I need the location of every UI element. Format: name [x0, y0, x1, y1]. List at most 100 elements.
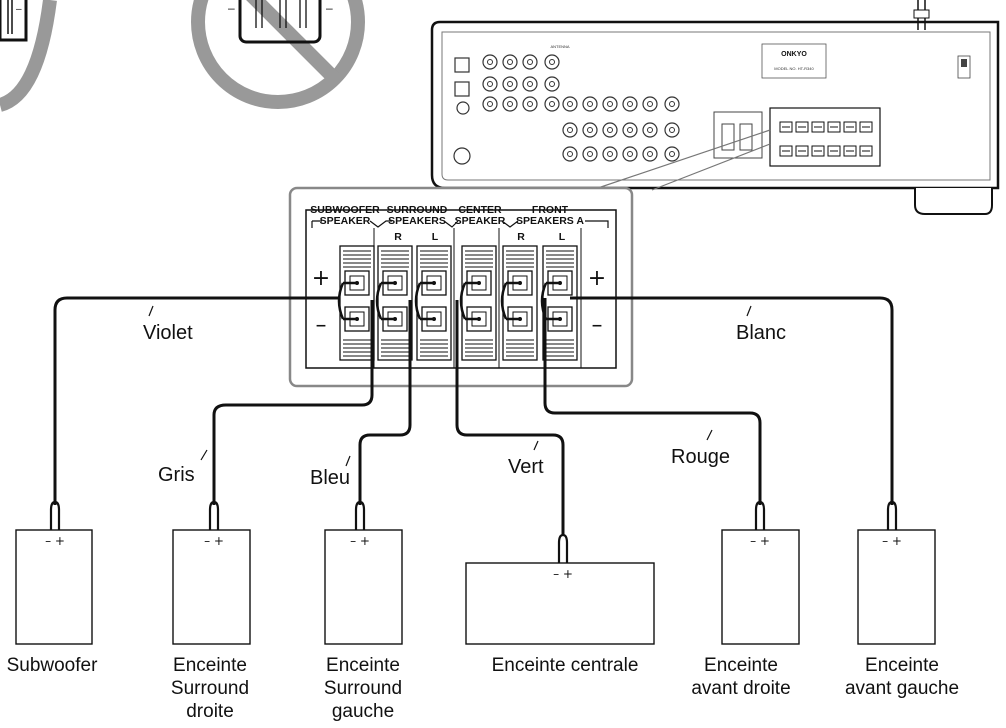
speaker-wires: [53, 296, 894, 535]
label-surround-right-1: Enceinte: [173, 655, 247, 676]
surround-l-label: L: [432, 231, 439, 243]
rca-jack-center: [647, 151, 653, 157]
rca-jack-center: [587, 151, 593, 157]
panel-minus-right: –: [592, 313, 603, 338]
wire-loop: [459, 282, 467, 320]
terminal-column: [339, 245, 375, 361]
label-surround-right-3: droite: [186, 701, 234, 722]
rca-jack-center: [549, 101, 555, 107]
front-r-label: R: [517, 231, 525, 243]
speaker-polarity-mark: – +: [350, 534, 370, 548]
receiver-model: MODEL NO. HT-R340: [774, 66, 814, 71]
center-heading-2: SPEAKER: [455, 215, 506, 227]
speaker-box-front-left: [857, 529, 936, 645]
speaker-labels: Subwoofer Enceinte Surround droite Encei…: [7, 655, 959, 722]
panel-plus-right: +: [588, 266, 606, 291]
prohibited-sign-illustration: – –: [191, 0, 365, 109]
svg-text:–: –: [16, 4, 22, 15]
surround-heading-1: SURROUND: [387, 204, 448, 216]
svg-text:–: –: [228, 1, 235, 15]
speaker-box-center: [465, 562, 655, 645]
wire-loop: [414, 282, 422, 320]
wire-label-rouge: Rouge: [671, 446, 730, 468]
wire-loop-end: [546, 281, 560, 321]
antenna-label: ANTENNA: [550, 44, 569, 49]
incorrect-connection-illustration-left: –: [0, 0, 57, 112]
label-surround-left-3: gauche: [332, 701, 394, 722]
wire-loop-end: [343, 281, 357, 321]
label-front-right-1: Enceinte: [704, 655, 778, 676]
wire-label-leaders: [148, 305, 752, 467]
label-surround-left-1: Enceinte: [326, 655, 400, 676]
zoom-callout-lines: [591, 129, 771, 191]
label-front-left-2: avant gauche: [845, 678, 959, 699]
label-subwoofer: Subwoofer: [7, 655, 99, 676]
wire-loop-end: [506, 281, 520, 321]
rca-jack-center: [527, 81, 533, 87]
panel-plus-left: +: [312, 266, 330, 291]
label-surround-right-2: Surround: [171, 678, 249, 699]
rca-jack-center: [647, 127, 653, 133]
wire-loop-end: [420, 281, 434, 321]
rca-jack-center: [669, 101, 675, 107]
label-front-right-2: avant droite: [691, 678, 790, 699]
front-heading-2: SPEAKERS A: [516, 215, 584, 227]
rca-jack-center: [507, 81, 513, 87]
speaker-hook: [557, 533, 569, 563]
label-surround-left-2: Surround: [324, 678, 402, 699]
wire-label-violet: Violet: [143, 322, 193, 344]
speaker-box-surround-right: [172, 529, 251, 645]
terminal-column: [416, 245, 452, 361]
rca-jack-center: [587, 127, 593, 133]
wire-surround-right: [212, 300, 374, 505]
speaker-input-hooks: – +– +– +– +– +– +: [45, 500, 902, 581]
wire-label-gris: Gris: [158, 464, 195, 486]
wire-label-vert: Vert: [508, 456, 544, 478]
surround-r-label: R: [394, 231, 402, 243]
wire-front-right: [543, 298, 762, 505]
speaker-polarity-mark: – +: [204, 534, 224, 548]
wire-front-left: [570, 296, 894, 505]
center-heading-1: CENTER: [458, 204, 502, 216]
rca-jack-center: [587, 101, 593, 107]
rca-jack-center: [507, 59, 513, 65]
speaker-box-subwoofer: [15, 529, 93, 645]
rca-jack-center: [549, 81, 555, 87]
speaker-hook: [886, 500, 898, 530]
terminal-columns: [337, 228, 582, 368]
terminal-column: [461, 245, 497, 361]
rca-jack-center: [567, 151, 573, 157]
receiver-brand: ONKYO: [781, 51, 807, 58]
speaker-box-surround-left: [324, 529, 403, 645]
speaker-polarity-mark: – +: [553, 567, 573, 581]
front-l-label: L: [559, 231, 566, 243]
wire-label-blanc: Blanc: [736, 322, 786, 344]
rca-jack-center: [549, 59, 555, 65]
wire-loop-end: [465, 281, 479, 321]
label-center: Enceinte centrale: [492, 655, 639, 676]
wire-loop-end: [381, 281, 395, 321]
speaker-box-front-right: [721, 529, 800, 645]
front-heading-1: FRONT: [532, 204, 569, 216]
wire-surround-left: [358, 300, 412, 505]
mini-speaker-terminals: [779, 121, 873, 157]
speaker-hook: [754, 500, 766, 530]
rca-jack-center: [627, 101, 633, 107]
rca-jack-center: [507, 101, 513, 107]
label-front-left-1: Enceinte: [865, 655, 939, 676]
subwoofer-heading-2: SPEAKER: [320, 215, 371, 227]
wire-loop: [375, 282, 383, 320]
wire-subwoofer: [53, 296, 340, 505]
rca-jack-center: [627, 151, 633, 157]
rca-jack-center: [607, 151, 613, 157]
rca-jack-center: [647, 101, 653, 107]
rca-jack-center: [607, 127, 613, 133]
rca-jack-center: [487, 59, 493, 65]
speaker-hook: [49, 500, 61, 530]
speaker-polarity-mark: – +: [882, 534, 902, 548]
wire-center: [455, 300, 565, 535]
subwoofer-heading-1: SUBWOOFER: [310, 204, 380, 216]
svg-text:–: –: [326, 1, 333, 15]
rca-jack-center: [527, 101, 533, 107]
